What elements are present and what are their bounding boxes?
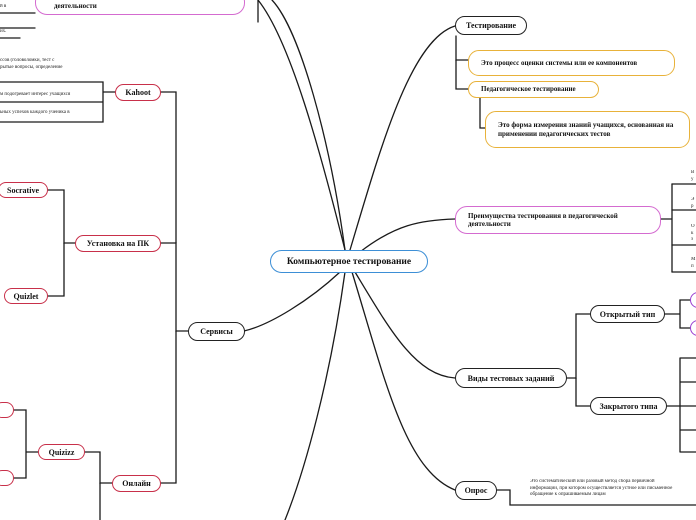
testing-definition-node[interactable]: Это процесс оценки системы или ее компон… (468, 50, 675, 76)
connector-ped-def (479, 97, 486, 129)
root-label: Компьютерное тестирование (286, 256, 412, 267)
connector-testing-ped (455, 59, 469, 90)
connector-kahoot-notes (0, 81, 116, 123)
testing-definition-text: Это процесс оценки системы или ее компон… (481, 58, 638, 67)
pedagogical-testing-label: Педагогическое тестирование (481, 85, 576, 94)
connector-types-open (565, 313, 591, 379)
connector-install-socrative (47, 189, 76, 244)
install-node[interactable]: Установка на ПК (75, 235, 161, 252)
connector-root-task-types (354, 271, 456, 379)
connector-types-closed (575, 377, 591, 407)
connector-online-quizizz (84, 451, 113, 484)
connector-root-top-left-2 (271, 0, 346, 251)
install-label: Установка на ПК (86, 239, 150, 248)
connector-root-testing (349, 25, 456, 251)
connector-root-services (243, 271, 341, 332)
connector-services-kahoot (159, 91, 177, 244)
quizlet-label: Quizlet (13, 291, 39, 301)
top-left-note-2: их. (0, 29, 7, 34)
connector-root-survey (351, 271, 456, 491)
pedagogical-testing-node[interactable]: Педагогическое тестирование (468, 81, 599, 98)
task-types-node[interactable]: Виды тестовых заданий (455, 368, 567, 388)
connector-testing-def (455, 35, 469, 61)
closed-type-label: Закрытого типа (599, 401, 658, 411)
top-left-partial-node[interactable]: деятельности (35, 0, 245, 15)
pedagogical-definition-text: Это форма измерения знаний учащихся, осн… (498, 121, 674, 138)
connector-services-online (159, 330, 177, 484)
socrative-node[interactable]: Socrative (0, 182, 48, 198)
online-node[interactable]: Онлайн (112, 475, 161, 492)
connector-survey-note (496, 489, 696, 506)
testing-node[interactable]: Тестирование (455, 16, 527, 35)
quizizz-child-2[interactable] (0, 470, 14, 486)
services-node[interactable]: Сервисы (188, 322, 245, 341)
survey-node[interactable]: Опрос (455, 481, 497, 500)
advantages-node[interactable]: Преимущества тестирования в педагогическ… (455, 206, 661, 234)
kahoot-note-3: ьных успехов каждого ученика в (0, 110, 70, 115)
connector-root-advantages (359, 218, 456, 253)
online-label: Онлайн (122, 479, 151, 488)
socrative-label: Socrative (7, 185, 39, 195)
kahoot-node[interactable]: Kahoot (115, 84, 161, 101)
connector-closed-children (666, 357, 696, 453)
testing-label: Тестирование (465, 21, 517, 30)
quizizz-label: Quizizz (48, 447, 75, 457)
survey-label: Опрос (464, 486, 488, 495)
top-left-partial-label: деятельности (54, 2, 97, 11)
quizizz-node[interactable]: Quizizz (38, 444, 85, 460)
open-type-label: Открытый тип (599, 309, 656, 319)
open-type-node[interactable]: Открытый тип (590, 305, 665, 323)
connector-root-bottom (284, 271, 346, 520)
pedagogical-definition-node[interactable]: Это форма измерения знаний учащихся, осн… (485, 111, 690, 148)
closed-type-node[interactable]: Закрытого типа (590, 397, 667, 415)
connector-adv-bracket (659, 183, 673, 273)
connector-services-install (159, 242, 189, 332)
survey-note: Это систематический или разовый метод сб… (530, 479, 673, 498)
connector-quizizz-children (13, 409, 39, 479)
kahoot-label: Kahoot (125, 88, 151, 97)
quizizz-child-1[interactable] (0, 402, 14, 418)
advantages-label: Преимущества тестирования в педагогическ… (468, 211, 618, 229)
task-types-label: Виды тестовых заданий (467, 373, 555, 383)
connector-root-top-left (257, 0, 346, 251)
kahoot-note-2: м подогревает интерес учащихся (0, 92, 71, 97)
quizlet-node[interactable]: Quizlet (4, 288, 48, 304)
kahoot-note-1: ссов (головоломки, тест с рытые вопросы,… (0, 58, 63, 70)
services-label: Сервисы (200, 327, 233, 336)
connector-install-quizlet (47, 242, 65, 297)
root-node[interactable]: Компьютерное тестирование (270, 250, 428, 273)
top-left-note-1: й в (0, 4, 7, 9)
